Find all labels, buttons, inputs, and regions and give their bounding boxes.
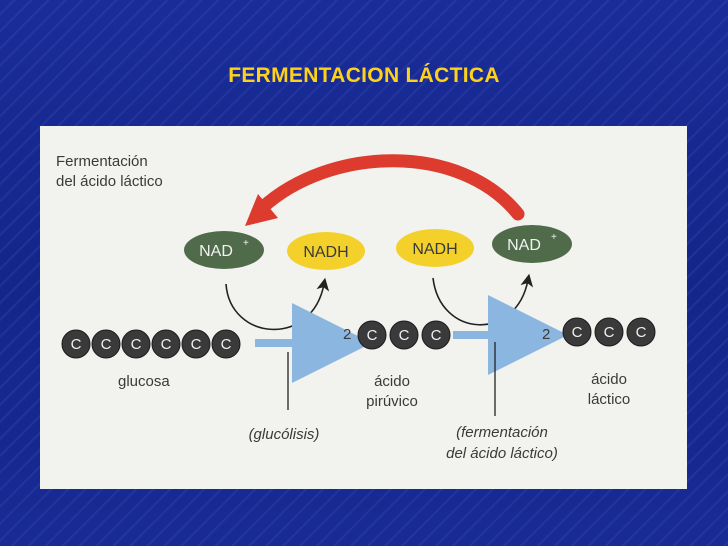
pyruvate-carbon-atom xyxy=(357,320,387,350)
glucose-carbon-atom xyxy=(181,329,211,359)
nad-plus-oval-right: NAD + xyxy=(492,225,572,263)
lactic-fermentation-diagram: Fermentación del ácido láctico NAD + NAD… xyxy=(56,153,656,462)
lactate-carbon-atom xyxy=(594,317,624,347)
lactate-carbon-label: C xyxy=(636,324,647,341)
glucose-carbon-atom xyxy=(61,329,91,359)
fermentation-process-label-line-2: del ácido láctico) xyxy=(446,445,558,462)
pyruvate-multiplier: 2 xyxy=(343,326,351,343)
lactate-carbon-label: C xyxy=(604,324,615,341)
glucose-carbon-label: C xyxy=(161,336,172,353)
nad-recycle-arrow xyxy=(255,154,525,221)
slide-title: FERMENTACION LÁCTICA xyxy=(228,64,500,87)
diagram-heading-line-1: Fermentación xyxy=(56,153,148,170)
glucose-carbon-label: C xyxy=(101,336,112,353)
glucose-carbon-label: C xyxy=(131,336,142,353)
lactate-carbon-atom xyxy=(626,317,656,347)
lactate-multiplier: 2 xyxy=(542,326,550,343)
glycolysis-nadh-arrow xyxy=(225,277,330,331)
pyruvate-label-line-1: ácido xyxy=(374,373,410,390)
nad-plus-label-right: NAD xyxy=(507,237,541,254)
fermentation-process-label-line-1: (fermentación xyxy=(456,424,548,441)
nadh-oval-right: NADH xyxy=(396,229,474,267)
nadh-oval-left: NADH xyxy=(287,232,365,270)
glucose-carbon-atom xyxy=(91,329,121,359)
nadh-label-right: NADH xyxy=(412,241,457,258)
pyruvate-carbon-atom xyxy=(389,320,419,350)
glucose-carbon-label: C xyxy=(221,336,232,353)
pyruvate-carbon-label: C xyxy=(367,327,378,344)
pyruvate-label-line-2: pirúvico xyxy=(366,393,418,410)
glucose-carbon-label: C xyxy=(191,336,202,353)
nad-plus-superscript-right: + xyxy=(551,232,557,243)
nadh-label-left: NADH xyxy=(303,244,348,261)
nad-plus-oval-left: NAD + xyxy=(184,231,264,269)
lactate-label-line-2: láctico xyxy=(588,391,631,408)
pyruvate-carbon-label: C xyxy=(399,327,410,344)
nad-plus-superscript-left: + xyxy=(243,238,249,249)
nad-recycle-arrowhead xyxy=(245,194,278,226)
diagram-heading-line-2: del ácido láctico xyxy=(56,173,163,190)
glucose-carbon-atom xyxy=(121,329,151,359)
glycolysis-process-label: (glucólisis) xyxy=(249,426,320,443)
fermentation-nad-arrow xyxy=(432,273,534,326)
glucose-carbon-atom xyxy=(151,329,181,359)
lactate-carbon-atom xyxy=(562,317,592,347)
nad-plus-label-left: NAD xyxy=(199,243,233,260)
lactate-carbon-label: C xyxy=(572,324,583,341)
lactate-label-line-1: ácido xyxy=(591,371,627,388)
glucose-label: glucosa xyxy=(118,373,170,390)
pyruvate-carbon-atom xyxy=(421,320,451,350)
glucose-carbon-label: C xyxy=(71,336,82,353)
diagram-panel: Fermentación del ácido láctico NAD + NAD… xyxy=(40,126,687,489)
glucose-carbon-atom xyxy=(211,329,241,359)
pyruvate-carbon-label: C xyxy=(431,327,442,344)
